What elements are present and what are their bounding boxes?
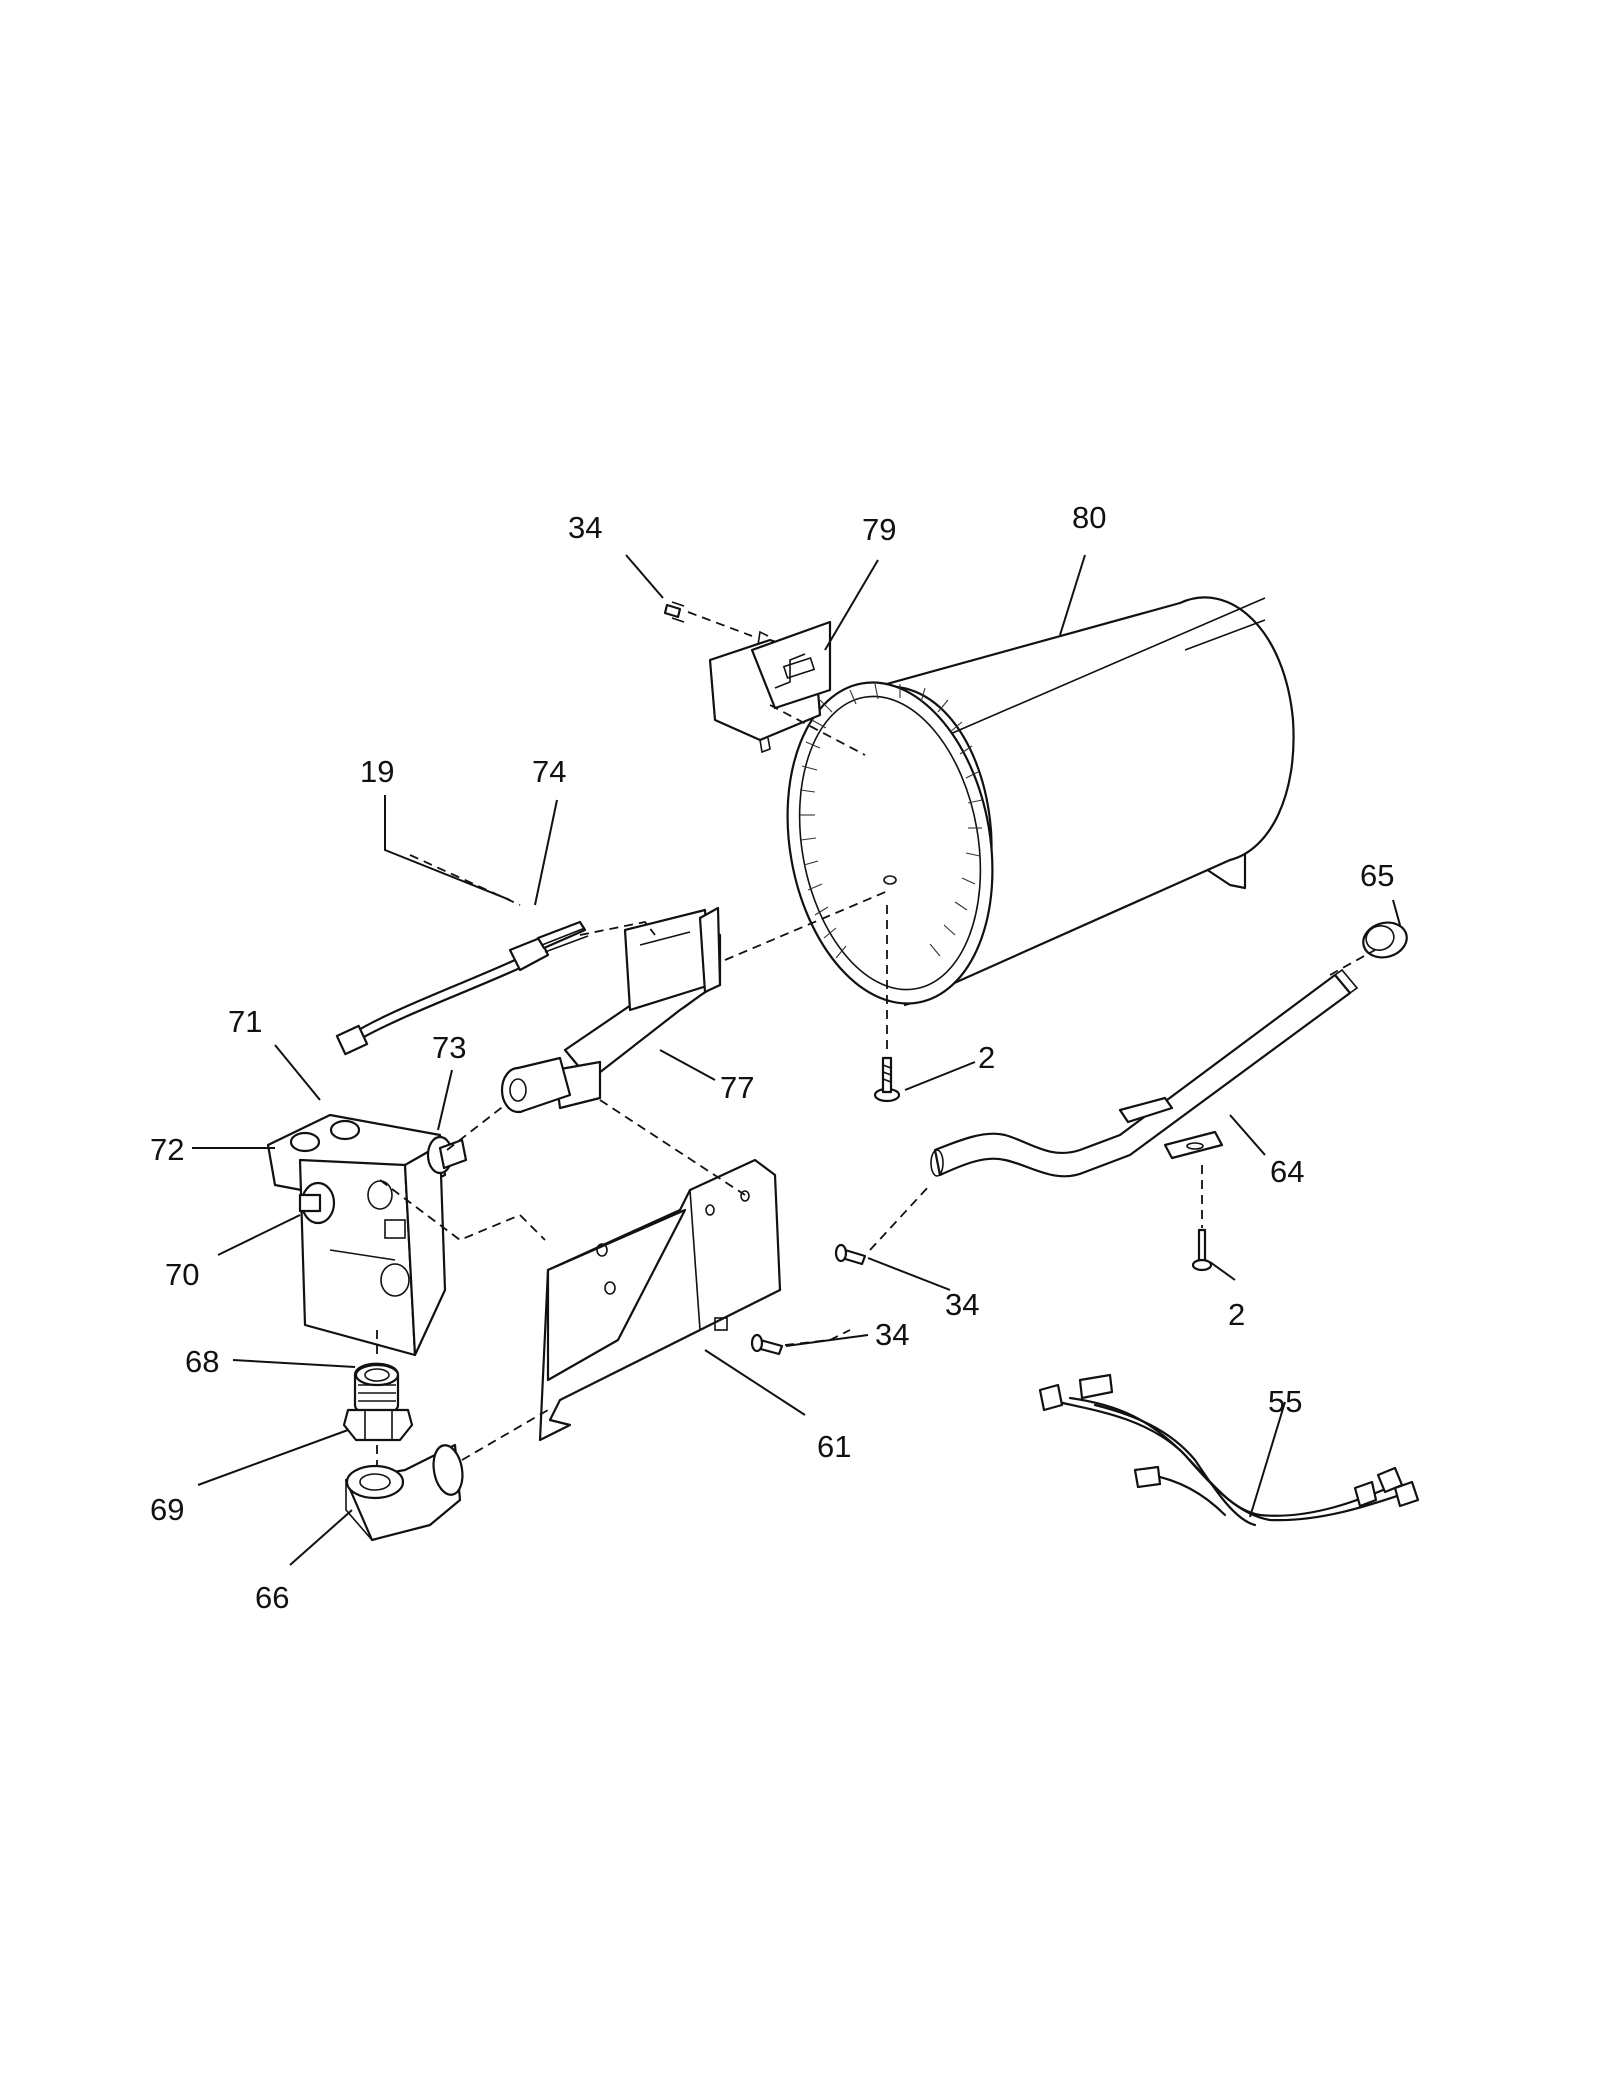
callout-64: 64 (1270, 1154, 1304, 1189)
part-34-screw-top (663, 601, 685, 623)
callout-labels: 34 79 80 19 74 65 71 73 77 2 72 64 70 34… (150, 500, 1394, 1615)
part-55-wire-harness (1038, 1373, 1420, 1527)
callout-70: 70 (165, 1257, 199, 1292)
part-2-screw-drum (873, 1056, 901, 1103)
part-61-shield (538, 1158, 782, 1442)
part-2-screw-pipe (1191, 1228, 1213, 1272)
callout-80: 80 (1072, 500, 1106, 535)
callout-2: 2 (1228, 1297, 1245, 1332)
part-79-bracket (708, 620, 832, 754)
callout-55: 55 (1268, 1384, 1302, 1419)
part-69-nut (342, 1408, 414, 1442)
callout-34: 34 (945, 1287, 979, 1322)
part-74-igniter (335, 920, 589, 1056)
part-65-cap (1362, 921, 1408, 959)
part-70-gas-valve (266, 1113, 468, 1357)
callout-34: 34 (875, 1317, 909, 1352)
callout-69: 69 (150, 1492, 184, 1527)
callout-73: 73 (432, 1030, 466, 1065)
callout-34: 34 (568, 510, 602, 545)
callout-72: 72 (150, 1132, 184, 1167)
part-80-combustion-chamber (786, 596, 1295, 1007)
part-77-burner-tube (500, 906, 722, 1114)
callout-66: 66 (255, 1580, 289, 1615)
part-34-screw-mid (834, 1243, 867, 1266)
callout-19: 19 (360, 754, 394, 789)
callout-71: 71 (228, 1004, 262, 1039)
callout-74: 74 (532, 754, 566, 789)
callout-68: 68 (185, 1344, 219, 1379)
part-68-fitting (353, 1362, 400, 1416)
callout-77: 77 (720, 1070, 754, 1105)
callout-61: 61 (817, 1429, 851, 1464)
part-64-manifold-pipe (930, 968, 1359, 1178)
callout-65: 65 (1360, 858, 1394, 893)
callout-2: 2 (978, 1040, 995, 1075)
part-34-screw-low (750, 1333, 784, 1356)
callout-79: 79 (862, 512, 896, 547)
part-66-elbow (344, 1443, 464, 1542)
leader-lines (192, 554, 1401, 1566)
